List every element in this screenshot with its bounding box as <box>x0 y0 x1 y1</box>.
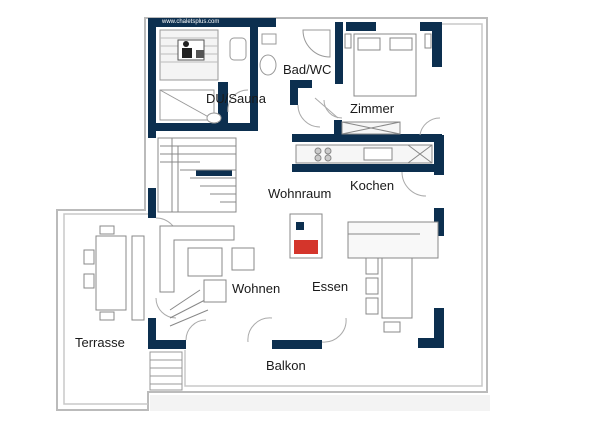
sauna <box>159 29 219 81</box>
staircase <box>157 137 237 327</box>
balcony-outline <box>56 17 488 411</box>
room-label-terrasse: Terrasse <box>75 335 125 350</box>
room-label-balkon: Balkon <box>266 358 306 373</box>
room-label-wohnraum: Wohnraum <box>268 186 332 201</box>
interior-walls <box>148 18 442 176</box>
bed <box>344 33 432 97</box>
watermark: www.chaletsplus.com <box>162 19 220 25</box>
room-label-kochen: Kochen <box>350 178 395 193</box>
fireplace <box>289 213 323 259</box>
bathroom-fixtures <box>229 29 331 76</box>
exterior-walls <box>148 18 444 349</box>
balcony-inner-line <box>184 23 483 387</box>
terrace-steps <box>149 351 183 391</box>
room-label-essen: Essen <box>312 279 349 294</box>
kitchen-counter <box>295 144 433 164</box>
shower <box>159 89 222 124</box>
drop-shadow <box>150 395 490 411</box>
wardrobe <box>341 121 401 135</box>
room-label-du-sauna: DU/Sauna <box>206 91 266 106</box>
sofa <box>159 225 255 303</box>
room-label-zimmer: Zimmer <box>350 101 395 116</box>
terrace-table <box>83 225 145 321</box>
room-label-wohnen: Wohnen <box>232 281 281 296</box>
room-label-bad-wc: Bad/WC <box>283 62 332 77</box>
dining-table <box>347 221 439 333</box>
terrace-inner-line <box>63 213 150 405</box>
